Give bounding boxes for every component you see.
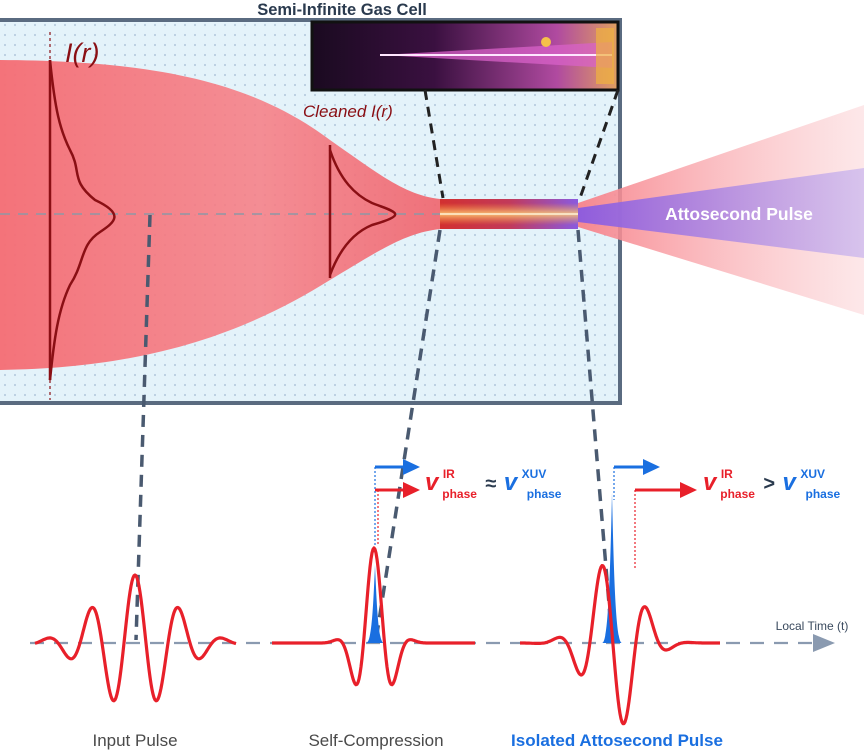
input-pulse-wave [34,573,237,703]
velocity-formula-2: v IR phase > v XUV phase [703,465,841,502]
relation-operator: ≈ [485,473,496,495]
ir-sup: IR [721,467,733,481]
xuv-spike-self-compression [366,565,384,643]
xuv-sup: XUV [800,467,825,481]
ir-beam [0,60,440,370]
connector-self-compression [374,229,442,641]
cleaned-intensity-curve [328,149,397,276]
xuv-velocity-symbol: v [504,469,519,496]
stage-label-isolated: Isolated Attosecond Pulse [511,731,723,750]
ir-arrowhead-1 [403,482,420,498]
xuv-arrowhead-2 [643,459,660,475]
filament [440,199,578,229]
cell-title: Semi-Infinite Gas Cell [257,1,427,19]
ir-sub: phase [720,487,755,501]
pulse-waveforms [34,493,721,726]
time-axis-arrowhead [813,634,835,652]
xuv-velocity-symbol: v [783,469,798,496]
time-axis-label: Local Time (t) [776,619,849,633]
relation-operator: > [763,473,775,495]
cleaned-label: Cleaned I(r) [303,102,393,121]
ir-velocity-symbol: v [703,469,718,496]
xuv-sub: phase [806,487,841,501]
input-intensity-profile [48,32,116,400]
ir-sub: phase [442,487,477,501]
input-intensity-curve [48,59,116,381]
zoom-line-left [423,89,445,199]
velocity-relation-2: v IR phase > v XUV phase [613,459,841,570]
xuv-sup: XUV [522,467,547,481]
isolated-pulse-wave [519,564,721,726]
cleaned-intensity-profile [328,145,397,278]
intensity-label: I(r) [65,38,99,68]
filament-photo-inset [310,20,620,92]
self-compression-pulse-wave [271,546,476,687]
xuv-sub: phase [527,487,562,501]
ir-arrowhead-2 [680,482,697,498]
xuv-spike-isolated [602,493,622,643]
stage-label-input: Input Pulse [92,731,177,750]
velocity-formula-1: v IR phase ≈ v XUV phase [425,465,562,502]
stage-label-self-compression: Self-Compression [308,731,443,750]
attosecond-beam-label: Attosecond Pulse [665,204,813,224]
attosecond-cone [578,168,864,258]
ir-velocity-symbol: v [425,469,440,496]
velocity-relation-1: v IR phase ≈ v XUV phase [374,459,562,545]
connector-input [134,214,152,641]
ir-sup: IR [443,467,455,481]
zoom-line-right [578,89,620,199]
xuv-arrowhead-1 [403,459,420,475]
